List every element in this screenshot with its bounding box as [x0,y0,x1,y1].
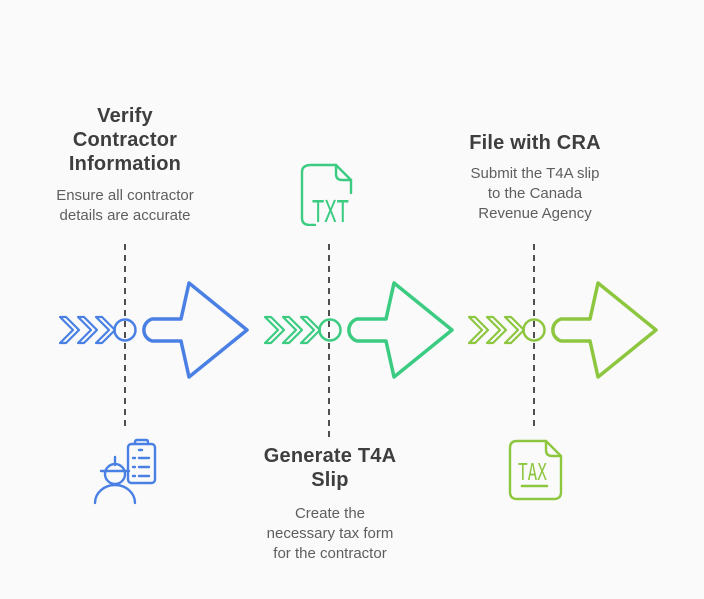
tax-file-icon: TAX [508,439,563,501]
step-title-line: Contractor [72,129,178,151]
step-2-text: Generate T4A Slip Create the necessary t… [230,444,430,564]
step-title-line: Generate T4A [263,445,397,467]
step-subtitle: Submit the T4A slip to the Canada Revenu… [435,164,635,224]
tax-label: TAX [518,459,547,486]
step-title-line: File with CRA [469,132,601,154]
flow-arrow-group-step3 [468,281,658,379]
step-title-line: Slip [311,469,349,491]
step-1-text: Verify Contractor Information Ensure all… [25,104,225,226]
contractor-icon [93,438,157,505]
step-subtitle-line: details are accurate [59,207,191,224]
step-title-line: Information [68,153,182,175]
node-circle [522,318,546,342]
dashed-connector [124,244,126,428]
step-title: Generate T4A Slip [230,444,430,492]
step-subtitle-line: Revenue Agency [478,205,592,222]
node-circle [113,318,137,342]
chevrons-icon [264,315,322,345]
step-subtitle-line: Submit the T4A slip [470,165,600,182]
step-subtitle-line: for the contractor [273,545,387,562]
step-title: File with CRA [435,131,635,155]
arrow-icon [551,281,658,379]
dashed-connector [533,244,535,430]
step-subtitle-line: to the Canada [487,185,583,202]
txt-label: TXT [312,195,349,226]
node-circle [318,318,342,342]
step-subtitle: Ensure all contractor details are accura… [25,186,225,226]
arrow-icon [347,281,454,379]
chevrons-icon [468,315,526,345]
step-subtitle: Create the necessary tax form for the co… [230,504,430,564]
arrow-icon [142,281,249,379]
step-subtitle-line: necessary tax form [266,525,394,542]
flow-arrow-group-step1 [59,281,249,379]
step-subtitle-line: Ensure all contractor [56,187,194,204]
chevrons-icon [59,315,117,345]
flow-arrow-group-step2 [264,281,454,379]
txt-file-icon: TXT [300,163,353,226]
step-3-text: File with CRA Submit the T4A slip to the… [435,131,635,224]
step-title: Verify Contractor Information [25,104,225,176]
step-subtitle-line: Create the [294,505,366,522]
step-title-line: Verify [97,105,153,127]
